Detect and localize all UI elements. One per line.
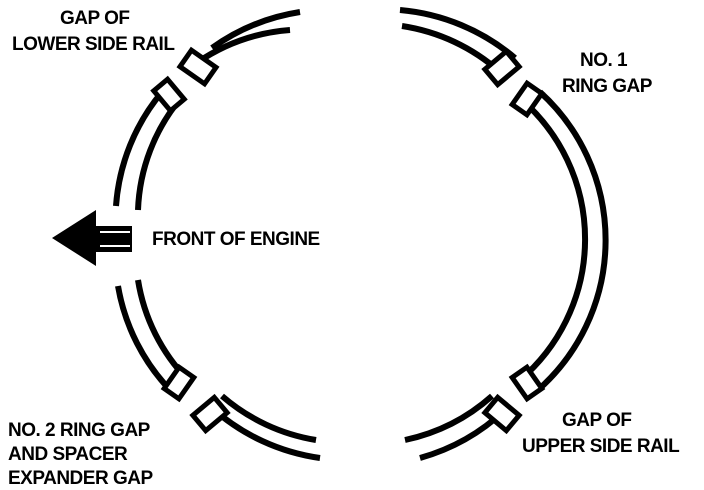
label-no2-line1: NO. 2 RING GAP (8, 420, 151, 441)
gap-marker-lower-side-rail-b (150, 75, 188, 115)
ring-segment-lower-left-inner (135, 279, 191, 383)
ring-segment-upper-left (113, 90, 165, 207)
ring-segment-top-right (399, 7, 517, 61)
left-arrow-icon (52, 210, 132, 266)
ring-segment-lower-left (115, 285, 175, 395)
ring-segment-bottom (210, 405, 321, 461)
label-front-of-engine: FRONT OF ENGINE (152, 229, 320, 250)
ring-segment-top-left (210, 9, 301, 51)
label-upper-side-rail-line2: UPPER SIDE RAIL (522, 436, 680, 457)
gap-marker-no1 (481, 47, 523, 89)
label-lower-side-rail-line2: LOWER SIDE RAIL (12, 34, 175, 55)
label-no1-line1: NO. 1 (580, 50, 628, 71)
label-no2-line3: EXPANDER GAP (8, 468, 153, 489)
gap-marker-lower-side-rail (176, 46, 220, 88)
ring-segment-bottom-right-inner (404, 393, 494, 443)
ring-segment-top-right-inner (401, 23, 502, 75)
ring-segment-right (536, 89, 609, 393)
ring-segment-bottom-inner (220, 393, 317, 443)
label-lower-side-rail-line1: GAP OF (60, 8, 130, 29)
label-no1-line2: RING GAP (562, 76, 653, 97)
gap-marker-upper-side-rail (508, 363, 546, 403)
gap-marker-no2 (189, 393, 231, 435)
gap-marker-upper-side-rail-b (481, 393, 523, 435)
ring-segment-right-inner (518, 97, 589, 383)
label-no2-line2: AND SPACER (8, 444, 128, 465)
gap-markers (150, 46, 546, 435)
gap-marker-no1-b (508, 79, 546, 119)
gap-marker-no2-b (160, 363, 198, 403)
label-upper-side-rail-line1: GAP OF (562, 410, 632, 431)
ring-segment-top-left-inner (196, 27, 291, 65)
